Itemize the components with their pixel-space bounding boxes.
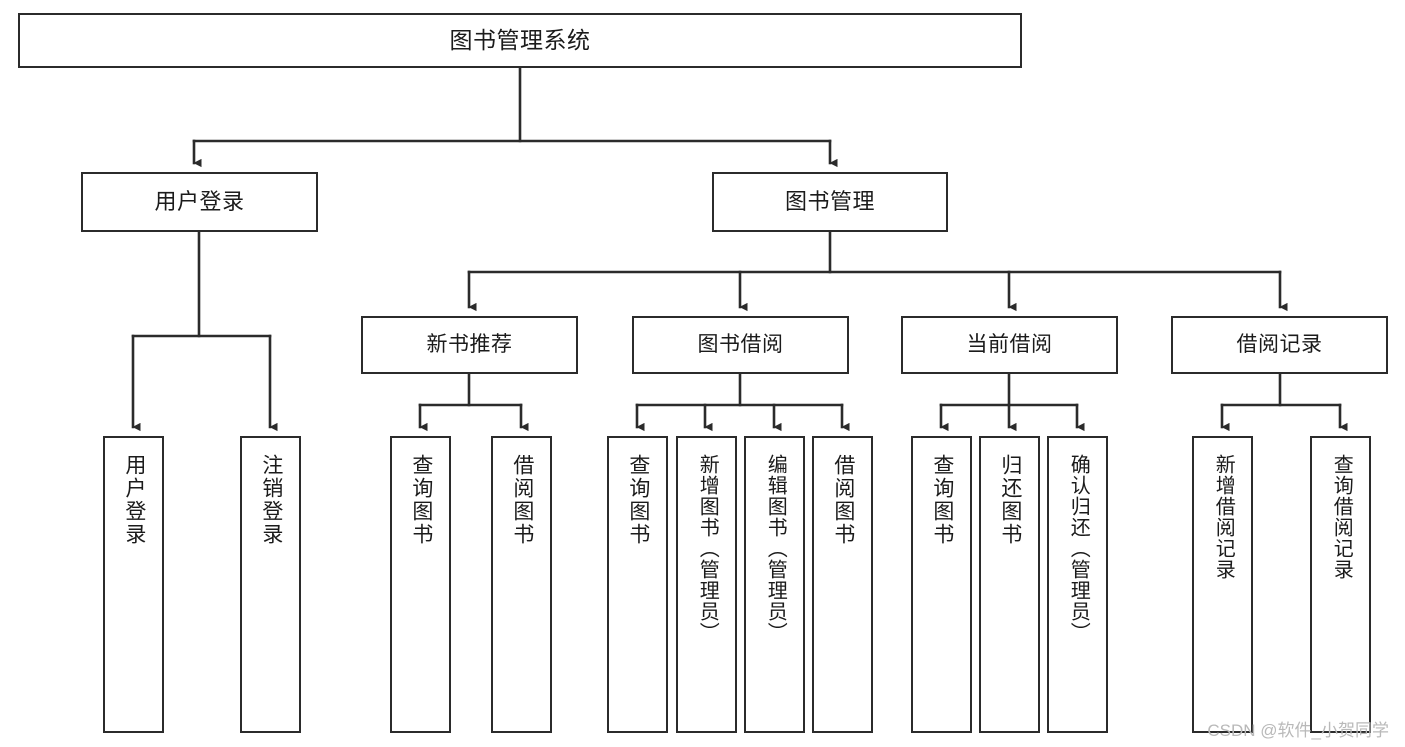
leaf-recommend-query-book[interactable]: 查询图书 — [390, 436, 451, 733]
leaf-label: 归还图书 — [998, 454, 1022, 546]
leaf-label: 确认归还（管理员） — [1067, 454, 1090, 643]
leaf-label: 查询借阅记录 — [1330, 454, 1353, 580]
node-root-book-management-system[interactable]: 图书管理系统 — [18, 13, 1022, 68]
node-user-login-label: 用户登录 — [154, 189, 245, 215]
leaf-current-confirm-return-admin[interactable]: 确认归还（管理员） — [1047, 436, 1108, 733]
node-current-borrow[interactable]: 当前借阅 — [901, 316, 1118, 374]
node-user-login[interactable]: 用户登录 — [81, 172, 318, 232]
leaf-label: 查询图书 — [626, 454, 650, 546]
leaf-record-query-borrow-record[interactable]: 查询借阅记录 — [1310, 436, 1371, 733]
node-book-borrow[interactable]: 图书借阅 — [632, 316, 849, 374]
node-current-borrow-label: 当前借阅 — [966, 332, 1053, 356]
leaf-borrow-add-book-admin[interactable]: 新增图书（管理员） — [676, 436, 737, 733]
leaf-label: 注销登录 — [259, 454, 283, 546]
node-borrow-record-label: 借阅记录 — [1236, 332, 1323, 356]
leaf-user-login-logout[interactable]: 注销登录 — [240, 436, 301, 733]
leaf-record-add-borrow-record[interactable]: 新增借阅记录 — [1192, 436, 1253, 733]
node-book-borrow-label: 图书借阅 — [697, 332, 784, 356]
leaf-current-return-book[interactable]: 归还图书 — [979, 436, 1040, 733]
leaf-borrow-edit-book-admin[interactable]: 编辑图书（管理员） — [744, 436, 805, 733]
leaf-label: 用户登录 — [122, 454, 146, 546]
node-new-book-recommend-label: 新书推荐 — [426, 332, 513, 356]
leaf-user-login-login[interactable]: 用户登录 — [103, 436, 164, 733]
leaf-label: 新增图书（管理员） — [696, 454, 719, 643]
leaf-recommend-borrow-book[interactable]: 借阅图书 — [491, 436, 552, 733]
node-new-book-recommend[interactable]: 新书推荐 — [361, 316, 578, 374]
leaf-borrow-query-book[interactable]: 查询图书 — [607, 436, 668, 733]
leaf-label: 编辑图书（管理员） — [764, 454, 787, 643]
leaf-label: 借阅图书 — [831, 454, 855, 546]
leaf-current-query-book[interactable]: 查询图书 — [911, 436, 972, 733]
node-book-management[interactable]: 图书管理 — [712, 172, 948, 232]
watermark-text: CSDN @软件_小贺同学 — [1207, 721, 1389, 740]
leaf-borrow-borrow-book[interactable]: 借阅图书 — [812, 436, 873, 733]
leaf-label: 新增借阅记录 — [1212, 454, 1235, 580]
leaf-label: 借阅图书 — [510, 454, 534, 546]
node-book-management-label: 图书管理 — [784, 189, 875, 215]
leaf-label: 查询图书 — [930, 454, 954, 546]
node-root-label: 图书管理系统 — [449, 27, 591, 54]
leaf-label: 查询图书 — [409, 454, 433, 546]
node-borrow-record[interactable]: 借阅记录 — [1171, 316, 1388, 374]
